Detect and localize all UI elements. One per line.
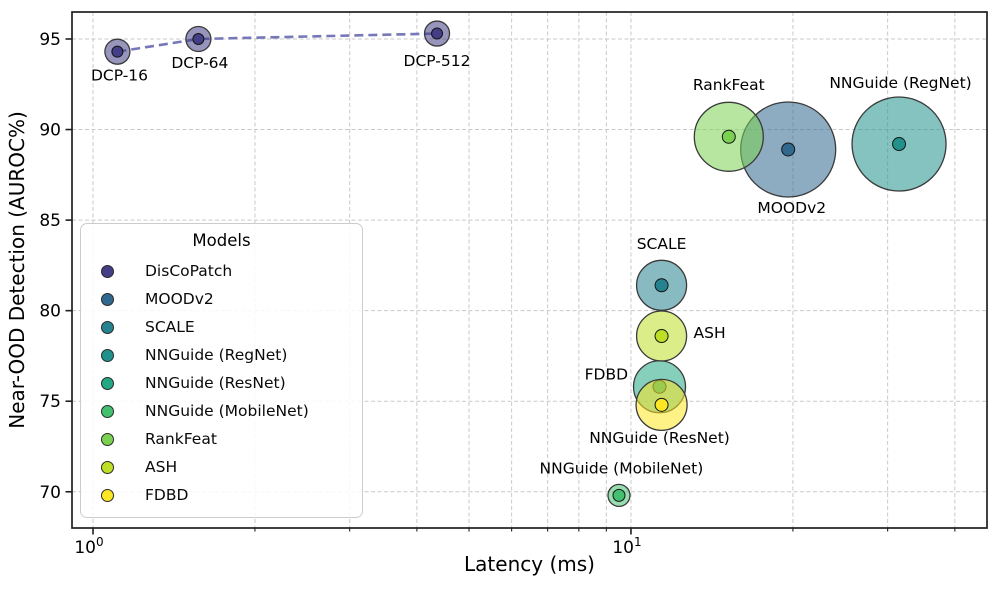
y-axis-label: Near-OOD Detection (AUROC%)	[5, 111, 29, 429]
point-label-ash: ASH	[694, 324, 726, 342]
bubble-center-dot-nnguide-mobilenet	[612, 488, 626, 502]
plot-border	[71, 11, 988, 529]
y-tick-label: 80	[39, 302, 61, 322]
legend-item-scale: SCALE	[81, 313, 362, 341]
point-label-nnguide-regnet: NNGuide (RegNet)	[829, 74, 971, 92]
point-label-fdbd: FDBD	[585, 366, 628, 384]
y-tick-label: 70	[39, 483, 61, 503]
legend-item-label: RankFeat	[145, 430, 217, 448]
legend-item-moodv2: MOODv2	[81, 285, 362, 313]
legend-item-nnguide-mobilenet: NNGuide (MobileNet)	[81, 397, 362, 425]
legend-item-label: NNGuide (MobileNet)	[145, 402, 309, 420]
legend-title: Models	[192, 231, 251, 250]
point-label-nnguide-mobilenet: NNGuide (MobileNet)	[540, 460, 704, 478]
trend-line-discopatch	[117, 32, 438, 53]
legend-marker-icon	[101, 376, 114, 390]
x-axis-label: Latency (ms)	[464, 552, 595, 576]
legend-item-discopatch: DisCoPatch	[81, 257, 362, 285]
legend-item-nnguide-regnet: NNGuide (RegNet)	[81, 341, 362, 369]
legend-marker-icon	[101, 292, 114, 306]
y-tick-label: 75	[39, 392, 61, 412]
legend-item-label: DisCoPatch	[145, 262, 233, 280]
bubble-center-dot-scale	[654, 278, 669, 293]
point-label-nnguide-resnet: NNGuide (ResNet)	[589, 429, 730, 447]
point-label-rankfeat: RankFeat	[693, 76, 765, 94]
legend-marker-icon	[101, 432, 114, 446]
legend-item-label: FDBD	[145, 486, 189, 504]
legend-marker-icon	[101, 460, 114, 474]
point-label-dcp-16: DCP-16	[91, 67, 148, 85]
y-tick-label: 85	[39, 211, 61, 231]
legend-item-ash: ASH	[81, 453, 362, 481]
bubble-center-dot-dcp-64	[192, 32, 205, 45]
legend-item-label: ASH	[145, 458, 178, 476]
legend-marker-icon	[101, 264, 114, 278]
legend-item-label: SCALE	[145, 318, 195, 336]
legend-marker-icon	[101, 488, 114, 502]
legend-item-label: MOODv2	[145, 290, 214, 308]
legend-item-nnguide-resnet: NNGuide (ResNet)	[81, 369, 362, 397]
y-tick-label: 95	[39, 30, 61, 50]
legend-item-label: NNGuide (ResNet)	[145, 374, 286, 392]
point-label-dcp-512: DCP-512	[404, 52, 471, 70]
point-label-scale: SCALE	[637, 235, 687, 253]
legend-item-fdbd: FDBD	[81, 481, 362, 509]
bubble-center-dot-fdbd	[654, 397, 669, 412]
y-tick-label: 90	[39, 121, 61, 141]
legend-marker-icon	[101, 320, 114, 334]
legend-item-label: NNGuide (RegNet)	[145, 346, 288, 364]
legend-item-rankfeat: RankFeat	[81, 425, 362, 453]
legend-marker-icon	[101, 404, 114, 418]
point-label-moodv2: MOODv2	[757, 199, 826, 217]
bubble-center-dot-rankfeat	[721, 129, 736, 144]
bubble-center-dot-dcp-512	[431, 27, 444, 40]
bubble-center-dot-moodv2	[781, 142, 796, 157]
bubble-center-dot-ash	[654, 329, 669, 344]
point-label-dcp-64: DCP-64	[171, 54, 228, 72]
legend-marker-icon	[101, 348, 114, 362]
bubble-center-dot-nnguide-regnet	[892, 137, 907, 152]
bubble-center-dot-dcp-16	[111, 45, 124, 58]
